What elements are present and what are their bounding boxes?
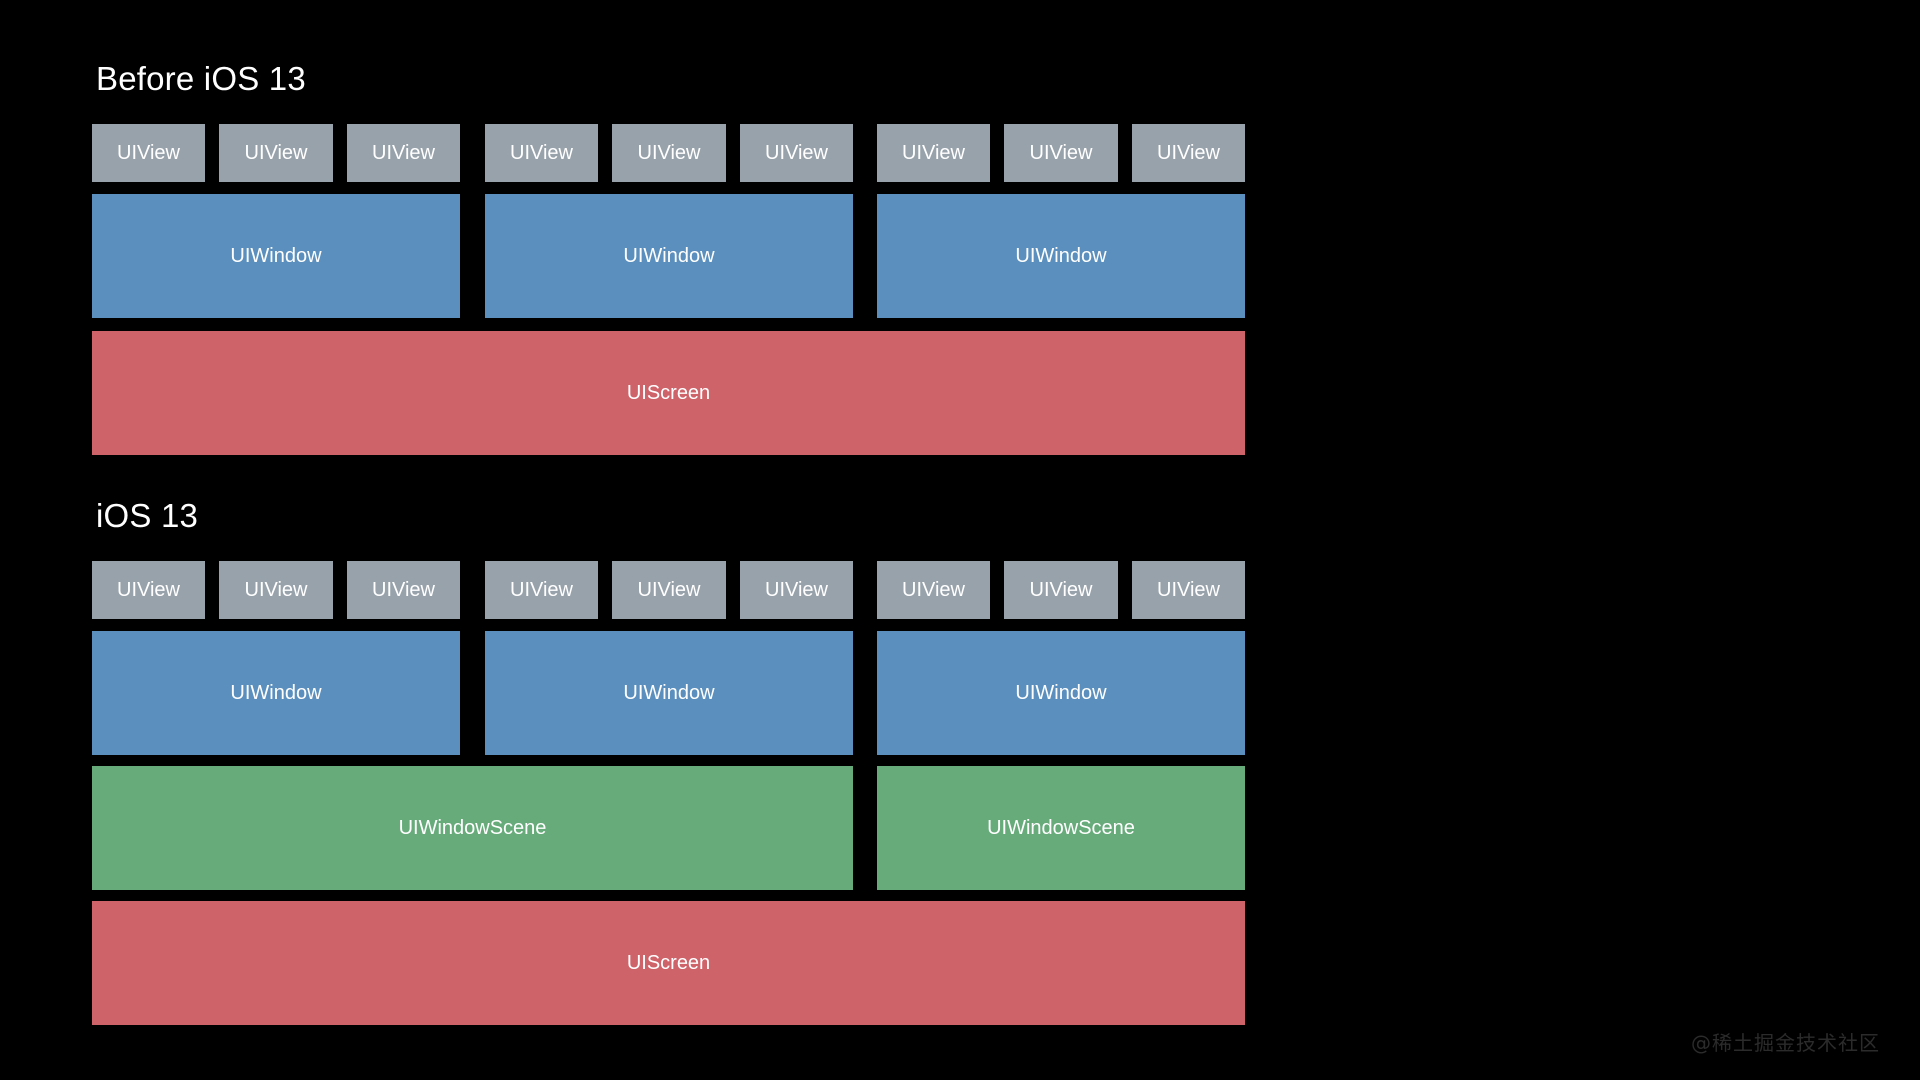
uiview-box: UIView bbox=[1004, 561, 1118, 619]
uiview-box: UIView bbox=[1004, 124, 1118, 182]
uiscreen-box: UIScreen bbox=[92, 901, 1245, 1025]
uiwindowscene-box: UIWindowScene bbox=[877, 766, 1245, 890]
uiview-box: UIView bbox=[877, 561, 990, 619]
uiwindow-box: UIWindow bbox=[485, 194, 853, 318]
uiview-box: UIView bbox=[612, 124, 726, 182]
uiview-box: UIView bbox=[740, 124, 853, 182]
uiscreen-box: UIScreen bbox=[92, 331, 1245, 455]
uiview-box: UIView bbox=[1132, 561, 1245, 619]
uiview-box: UIView bbox=[347, 124, 460, 182]
uiview-box: UIView bbox=[612, 561, 726, 619]
uiwindow-box: UIWindow bbox=[485, 631, 853, 755]
watermark-text: @稀土掘金技术社区 bbox=[1691, 1031, 1880, 1055]
uiwindow-box: UIWindow bbox=[877, 631, 1245, 755]
uiview-box: UIView bbox=[740, 561, 853, 619]
uiview-box: UIView bbox=[219, 124, 333, 182]
uiview-box: UIView bbox=[219, 561, 333, 619]
section-title-before-ios-13: Before iOS 13 bbox=[96, 60, 306, 97]
uiview-box: UIView bbox=[347, 561, 460, 619]
uiview-box: UIView bbox=[877, 124, 990, 182]
uiview-box: UIView bbox=[92, 561, 205, 619]
uiview-box: UIView bbox=[1132, 124, 1245, 182]
uiwindow-box: UIWindow bbox=[877, 194, 1245, 318]
uiview-box: UIView bbox=[485, 124, 598, 182]
uiwindow-box: UIWindow bbox=[92, 194, 460, 318]
uiview-box: UIView bbox=[485, 561, 598, 619]
uiwindowscene-box: UIWindowScene bbox=[92, 766, 853, 890]
uiview-box: UIView bbox=[92, 124, 205, 182]
uiwindow-box: UIWindow bbox=[92, 631, 460, 755]
section-title-ios-13: iOS 13 bbox=[96, 497, 199, 534]
